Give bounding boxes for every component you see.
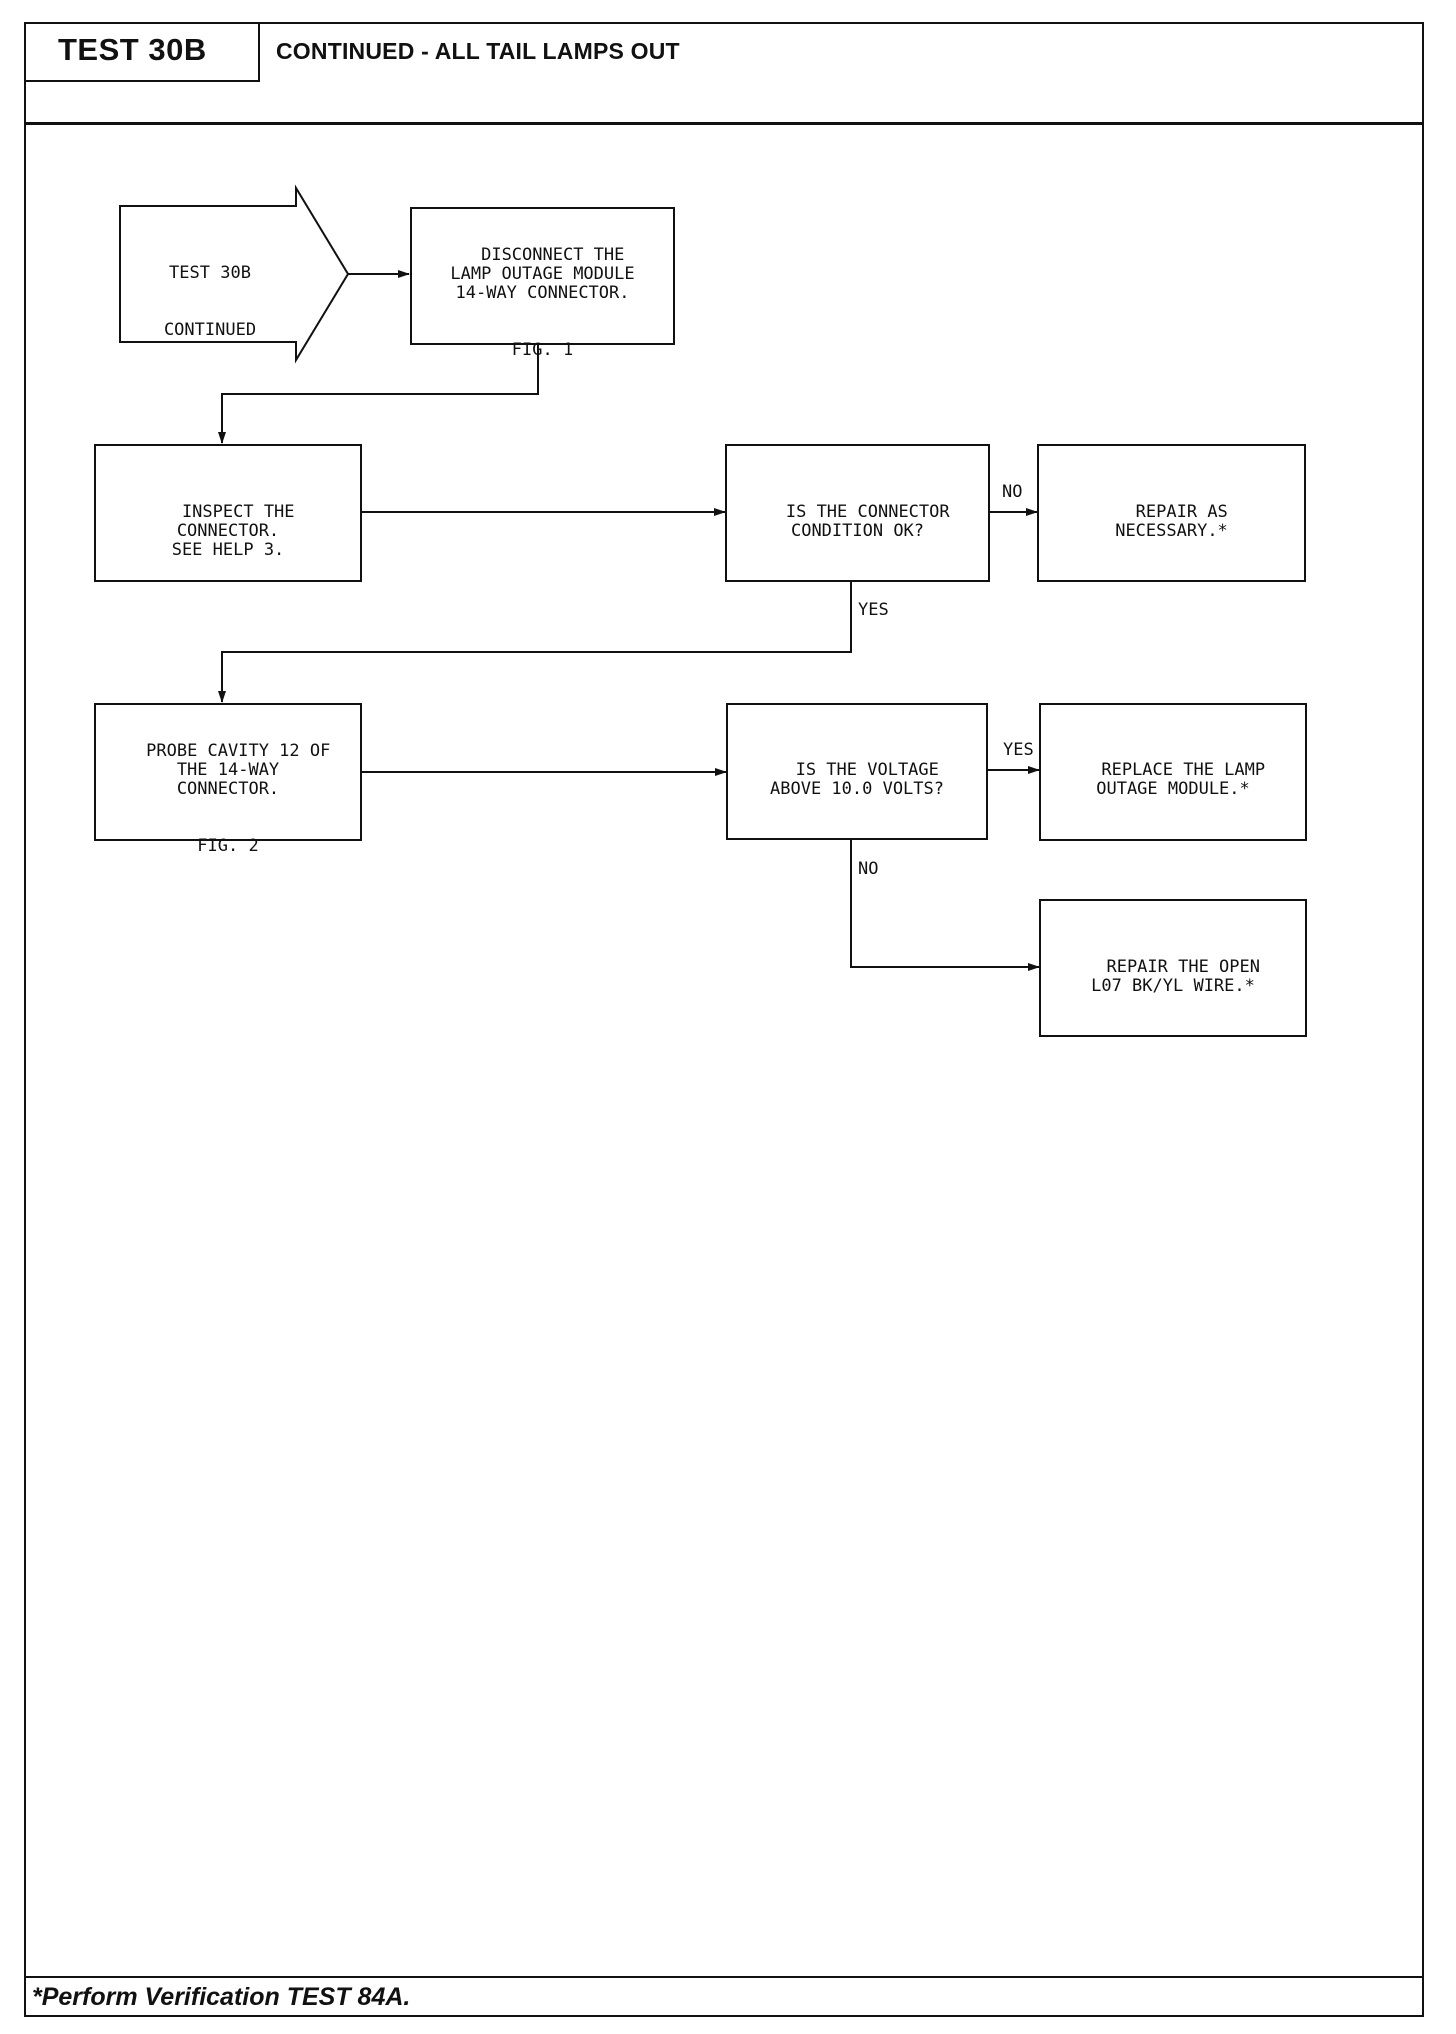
footer-band: *Perform Verification TEST 84A. <box>24 1976 1424 2017</box>
test-title: CONTINUED - ALL TAIL LAMPS OUT <box>276 38 680 64</box>
branch-label-no-2: NO <box>858 859 879 879</box>
step-inspect-text: INSPECT THE CONNECTOR. SEE HELP 3. <box>171 502 295 560</box>
decision-voltage-above: IS THE VOLTAGE ABOVE 10.0 VOLTS? <box>726 703 988 840</box>
header-band: TEST 30B CONTINUED - ALL TAIL LAMPS OUT <box>24 22 1424 125</box>
result-repair-as-necessary: REPAIR AS NECESSARY.* <box>1037 444 1306 582</box>
entry-line-1: TEST 30B <box>169 263 251 283</box>
result-replace-lamp-outage-module: REPLACE THE LAMP OUTAGE MODULE.* <box>1039 703 1307 841</box>
result-repair-wire-text: REPAIR THE OPEN L07 BK/YL WIRE.* <box>1091 957 1260 996</box>
connector-disconnect-to-inspect <box>218 344 539 444</box>
branch-label-yes-2: YES <box>1003 740 1034 760</box>
connector-yes-to-probe <box>218 582 852 703</box>
page-frame <box>24 22 1424 2017</box>
decision-voltage-text: IS THE VOLTAGE ABOVE 10.0 VOLTS? <box>770 760 944 799</box>
result-repair-open-wire: REPAIR THE OPEN L07 BK/YL WIRE.* <box>1039 899 1307 1037</box>
result-repair-text: REPAIR AS NECESSARY.* <box>1115 502 1228 541</box>
step-disconnect-text: DISCONNECT THE LAMP OUTAGE MODULE 14-WAY… <box>450 245 635 303</box>
step-disconnect-connector: DISCONNECT THE LAMP OUTAGE MODULE 14-WAY… <box>410 207 675 360</box>
step-inspect-connector: INSPECT THE CONNECTOR. SEE HELP 3. <box>94 444 362 582</box>
step-probe-fig: FIG. 2 <box>197 836 259 856</box>
step-probe-cavity: PROBE CAVITY 12 OF THE 14-WAY CONNECTOR.… <box>94 703 362 856</box>
test-id-label: TEST 30B <box>24 22 260 82</box>
branch-label-yes-1: YES <box>858 600 889 620</box>
entry-arrow-shape <box>119 184 350 364</box>
step-disconnect-fig: FIG. 1 <box>511 340 574 360</box>
header-divider <box>24 22 1424 125</box>
footer-verification-note: *Perform Verification TEST 84A. <box>32 1983 411 2011</box>
decision-connector-ok: IS THE CONNECTOR CONDITION OK? <box>725 444 990 582</box>
result-replace-text: REPLACE THE LAMP OUTAGE MODULE.* <box>1096 760 1266 799</box>
entry-line-2: CONTINUED <box>163 320 257 340</box>
entry-arrow-label: TEST 30B CONTINUED <box>130 226 290 359</box>
connector-no-to-repair-wire <box>850 840 1040 971</box>
branch-label-no-1: NO <box>1002 482 1023 502</box>
decision-connector-ok-text: IS THE CONNECTOR CONDITION OK? <box>785 502 950 541</box>
step-probe-text: PROBE CAVITY 12 OF THE 14-WAY CONNECTOR. <box>146 741 331 799</box>
